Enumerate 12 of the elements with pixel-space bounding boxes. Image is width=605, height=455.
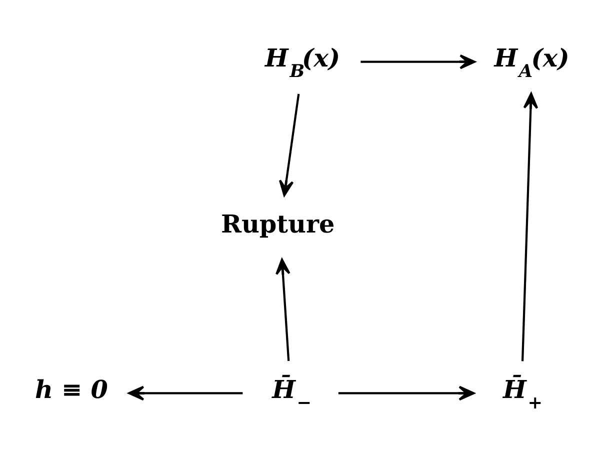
- arrow: [360, 54, 476, 70]
- node-text: H$_{A}$(x): [494, 44, 570, 82]
- node-text: h ≡ 0: [34, 374, 108, 404]
- arrow: [278, 94, 300, 196]
- node-text: H̄$_{+}$: [503, 374, 542, 414]
- arrow: [128, 386, 243, 401]
- node-text: Rupture: [220, 209, 335, 238]
- node-text: H$_{B}$(x): [265, 44, 340, 82]
- node-text: H̄$_{−}$: [272, 374, 312, 414]
- arrow: [338, 386, 475, 401]
- arrow: [521, 92, 538, 362]
- arrow: [276, 258, 290, 362]
